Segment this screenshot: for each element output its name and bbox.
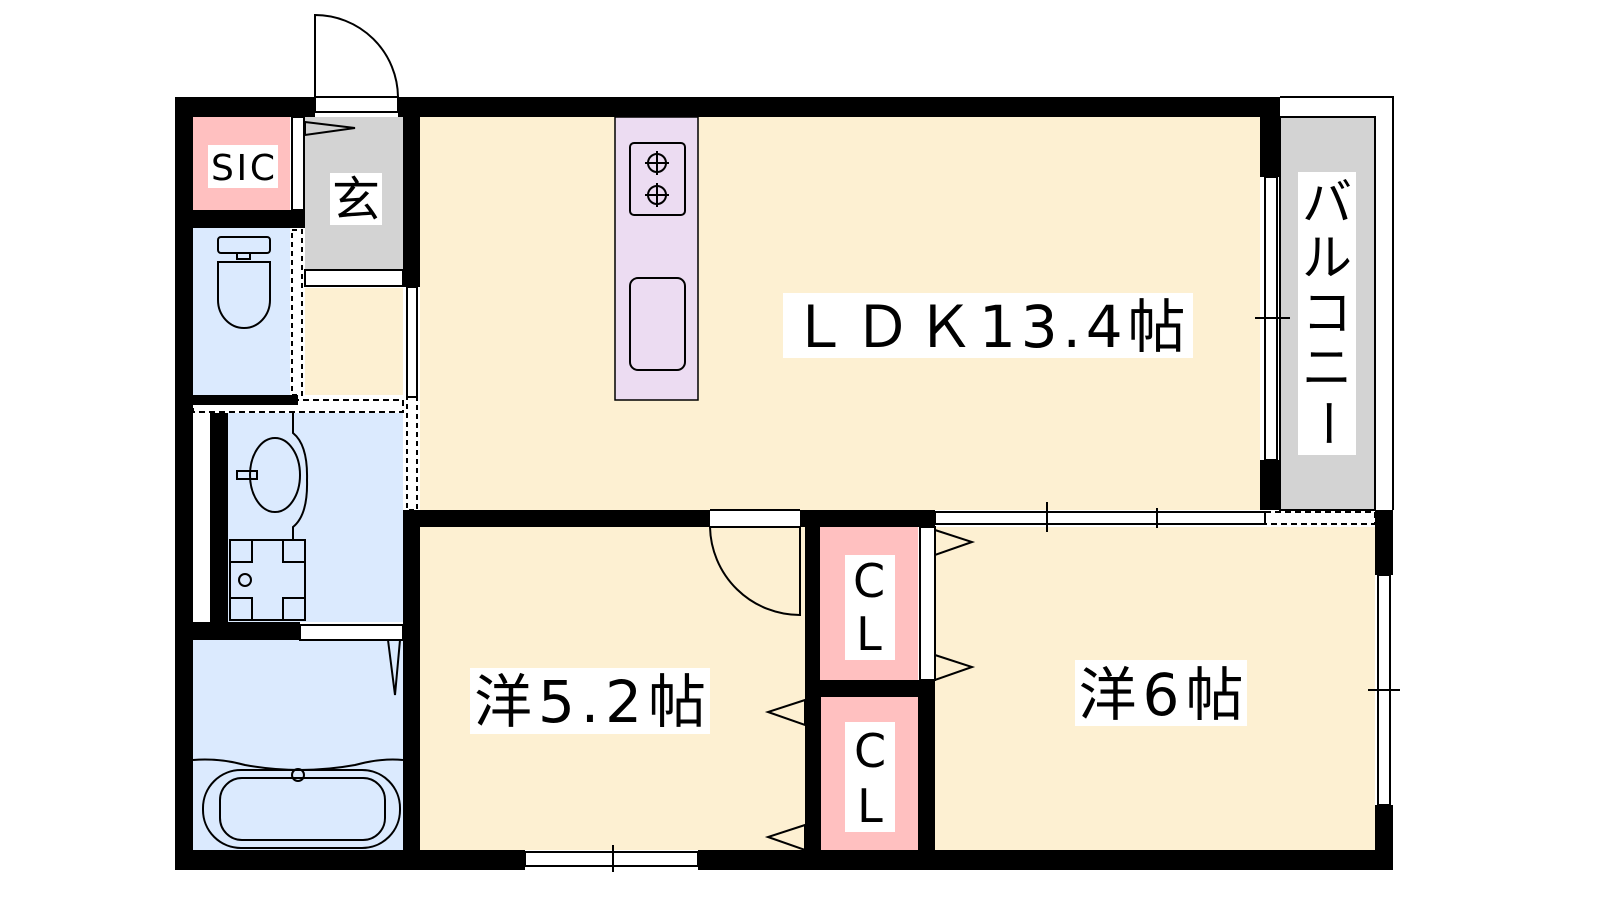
balcony-label: バ ル コ ニ ー <box>1298 174 1356 448</box>
stove-icon <box>629 142 686 216</box>
svg-text:バ: バ <box>1302 174 1352 232</box>
svg-text:ニ: ニ <box>1302 339 1352 397</box>
washbasin-icon <box>236 413 309 540</box>
entrance-label: 玄 <box>332 172 380 228</box>
western-room-2-label: 洋6帖 <box>1079 661 1244 729</box>
walls <box>175 97 1393 870</box>
closet-1-label-l: L <box>856 607 882 661</box>
svg-text:ル: ル <box>1302 229 1352 287</box>
closet-2-label-l: L <box>857 779 883 833</box>
closet-1-label-c: C <box>853 554 885 608</box>
closet-2-label-c: C <box>854 724 886 778</box>
svg-text:ー: ー <box>1298 398 1356 448</box>
hallway <box>305 288 403 395</box>
ldk-label: ＬＤＫ13.4帖 <box>791 293 1186 361</box>
washroom <box>228 413 403 622</box>
toilet-icon <box>217 236 271 329</box>
washing-machine-icon <box>229 539 306 621</box>
western-room-1-label: 洋5.2帖 <box>474 668 706 736</box>
doors <box>304 13 976 852</box>
svg-text:コ: コ <box>1302 284 1352 342</box>
sic-label: SIC <box>211 148 275 189</box>
windows <box>192 96 1400 872</box>
toilet-room <box>193 228 290 395</box>
sink-icon <box>629 277 686 371</box>
bathroom <box>193 640 403 850</box>
bathtub-icon <box>192 758 404 849</box>
